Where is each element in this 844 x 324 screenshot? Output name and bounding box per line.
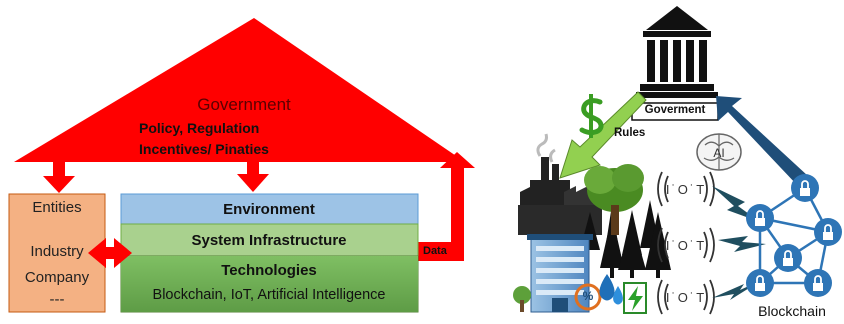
infrastructure-layer: [120, 223, 419, 257]
office-building-icon: [527, 234, 593, 313]
rules-arrow: [559, 91, 647, 179]
government-incentives-text: Incentives/ Pinaties: [139, 141, 269, 157]
blockchain-label: Blockchain: [758, 303, 826, 319]
ai-label: AI: [713, 146, 725, 160]
rules-label: Rules: [614, 127, 646, 139]
blockchain-network-icon: [746, 174, 842, 297]
factory-icon: [518, 133, 602, 235]
blockchain-to-gov-arrow: [716, 96, 808, 186]
gov-to-environment-arrow: [237, 160, 269, 192]
government-roof: [14, 18, 465, 162]
iot-label-1: I˙O˙T: [665, 182, 707, 197]
entities-title: Entities: [32, 199, 82, 216]
dollar-icon: [579, 94, 604, 138]
entities-industry: Industry: [30, 243, 84, 260]
lightning-bolt-icons: [712, 186, 766, 300]
technologies-label: Technologies: [221, 262, 317, 279]
percent-circle-icon: [574, 283, 602, 311]
entities-ellipsis: ---: [49, 291, 65, 308]
iot-signal-icon-2: [657, 227, 715, 263]
data-feedback-arrow: [414, 152, 475, 261]
ai-brain-icon: [696, 133, 742, 171]
government-title: Government: [197, 95, 291, 114]
iot-label-3: I˙O˙T: [665, 290, 707, 305]
gov-to-entities-arrow: [43, 160, 75, 193]
iot-label-2: I˙O˙T: [665, 238, 707, 253]
data-label: Data: [423, 245, 447, 257]
entities-company: Company: [24, 269, 90, 286]
iot-signal-icon-1: [657, 171, 715, 207]
infrastructure-label: System Infrastructure: [191, 232, 347, 249]
government-policy-text: Policy, Regulation: [139, 120, 260, 136]
entities-layers-double-arrow: [88, 238, 132, 268]
government-building-icon: [636, 6, 718, 98]
environment-label: Environment: [223, 201, 315, 218]
energy-icon: [623, 282, 647, 314]
leafy-tree-icon: [584, 164, 644, 235]
technologies-list: Blockchain, IoT, Artificial Intelligence: [152, 287, 386, 303]
water-drop-icon: [599, 274, 623, 305]
iot-signal-icon-3: [657, 279, 715, 315]
bush-icon: [513, 286, 531, 312]
percent-glyph: %: [582, 289, 594, 303]
goverment-label: Goverment: [644, 104, 706, 116]
